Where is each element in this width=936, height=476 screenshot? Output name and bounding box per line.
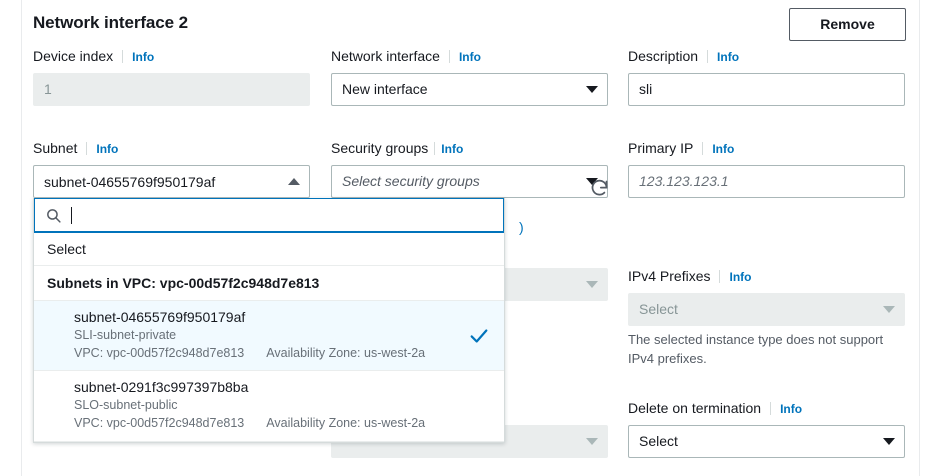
field-device-index: Device index Info 1 [33, 48, 310, 106]
network-interface-select-value: New interface [342, 81, 428, 97]
chevron-down-icon [883, 306, 895, 313]
delete-on-termination-label-text: Delete on termination [628, 400, 762, 416]
field-security-groups: Security groups Info Select security gro… [331, 140, 608, 198]
subnet-item-vpc: VPC: vpc-00d57f2c948d7e813 [74, 416, 245, 431]
refresh-security-groups-button[interactable] [587, 176, 611, 200]
subnet-item-az: Availability Zone: us-west-2a [266, 345, 426, 360]
subnet-list-item[interactable]: subnet-0291f3c997397b8ba SLO-subnet-publ… [34, 371, 504, 442]
network-interface-label: Network interface Info [331, 48, 608, 66]
label-divider [448, 50, 450, 63]
subnet-label: Subnet Info [33, 140, 310, 158]
label-divider [434, 142, 436, 155]
subnet-select-value: subnet-04655769f950179af [44, 173, 216, 190]
ipv4-prefixes-label: IPv4 Prefixes Info [628, 268, 905, 286]
security-groups-select-value: Select security groups [342, 173, 480, 189]
primary-ip-input[interactable]: 123.123.123.1 [628, 165, 905, 198]
info-link-security-groups[interactable]: Info [441, 142, 464, 156]
page-gutter-left [0, 0, 22, 476]
subnet-list-item[interactable]: subnet-04655769f950179af SLI-subnet-priv… [34, 301, 504, 372]
search-icon [45, 207, 62, 224]
ipv4-prefixes-helper-text: The selected instance type does not supp… [628, 332, 884, 366]
field-delete-on-termination: Delete on termination Info Select [628, 400, 905, 458]
chevron-down-icon [586, 178, 598, 185]
subnet-item-name: SLO-subnet-public [74, 398, 178, 413]
subnet-dropdown-panel: Select Subnets in VPC: vpc-00d57f2c948d7… [33, 198, 505, 443]
ipv4-prefixes-select-value: Select [639, 301, 678, 317]
network-interface-card: Network interface 2 Remove Device index … [23, 0, 919, 476]
delete-on-termination-label: Delete on termination Info [628, 400, 905, 418]
primary-ip-label: Primary IP Info [628, 140, 905, 158]
security-groups-label-text: Security groups [331, 140, 429, 156]
field-description: Description Info sli [628, 48, 905, 106]
primary-ip-label-text: Primary IP [628, 140, 694, 156]
device-index-label-text: Device index [33, 48, 114, 64]
subnet-label-text: Subnet [33, 140, 78, 156]
delete-on-termination-select[interactable]: Select [628, 425, 905, 458]
info-link-device-index[interactable]: Info [132, 50, 155, 64]
ipv4-prefixes-label-text: IPv4 Prefixes [628, 268, 711, 284]
chevron-down-icon [883, 438, 895, 445]
text-cursor [71, 206, 72, 224]
description-input[interactable]: sli [628, 73, 905, 106]
info-link-ipv4-prefixes[interactable]: Info [729, 270, 752, 284]
info-link-subnet[interactable]: Info [96, 142, 119, 156]
field-subnet: Subnet Info [33, 140, 310, 165]
label-divider [770, 402, 772, 415]
chevron-down-icon [586, 86, 598, 93]
description-label-text: Description [628, 48, 699, 64]
field-ipv4-prefixes: IPv4 Prefixes Info Select The selected i… [628, 268, 905, 369]
label-divider [707, 50, 709, 63]
subnet-item-meta: VPC: vpc-00d57f2c948d7e813 Availability … [74, 415, 464, 433]
subnet-select-trigger[interactable]: subnet-04655769f950179af [33, 165, 310, 198]
occluded-text-fragment: ) [519, 219, 524, 235]
chevron-down-icon [586, 438, 598, 445]
subnet-item-id: subnet-04655769f950179af [74, 309, 246, 325]
security-groups-select[interactable]: Select security groups [331, 165, 608, 198]
label-divider [86, 142, 88, 155]
label-divider [719, 270, 721, 283]
subnet-item-id: subnet-0291f3c997397b8ba [74, 379, 249, 396]
subnet-search-field[interactable] [34, 198, 504, 233]
chevron-up-icon [288, 178, 300, 185]
subnet-item-name: SLI-subnet-private [74, 327, 177, 342]
device-index-input: 1 [33, 73, 310, 106]
network-interface-label-text: Network interface [331, 48, 440, 64]
chevron-down-icon [586, 281, 598, 288]
remove-button[interactable]: Remove [789, 8, 906, 41]
delete-on-termination-select-value: Select [639, 433, 678, 449]
security-groups-label: Security groups Info [331, 140, 608, 158]
info-link-delete-on-termination[interactable]: Info [780, 402, 803, 416]
info-link-primary-ip[interactable]: Info [712, 142, 735, 156]
subnet-option-select[interactable]: Select [34, 233, 504, 266]
description-label: Description Info [628, 48, 905, 66]
field-network-interface: Network interface Info New interface [331, 48, 608, 106]
label-divider [122, 50, 124, 63]
label-divider [702, 142, 704, 155]
field-primary-ip: Primary IP Info 123.123.123.1 [628, 140, 905, 198]
network-interface-select[interactable]: New interface [331, 73, 608, 106]
check-icon [468, 325, 490, 347]
page-title: Network interface 2 [33, 13, 188, 32]
device-index-label: Device index Info [33, 48, 310, 66]
info-link-description[interactable]: Info [717, 50, 740, 64]
page-gutter-right [919, 0, 936, 476]
subnet-item-vpc: VPC: vpc-00d57f2c948d7e813 [74, 345, 245, 360]
subnet-group-header: Subnets in VPC: vpc-00d57f2c948d7e813 [34, 266, 504, 301]
info-link-network-interface[interactable]: Info [458, 50, 481, 64]
subnet-item-az: Availability Zone: us-west-2a [266, 416, 426, 431]
subnet-item-meta: VPC: vpc-00d57f2c948d7e813 Availability … [74, 345, 464, 363]
ipv4-prefixes-select: Select [628, 293, 905, 326]
